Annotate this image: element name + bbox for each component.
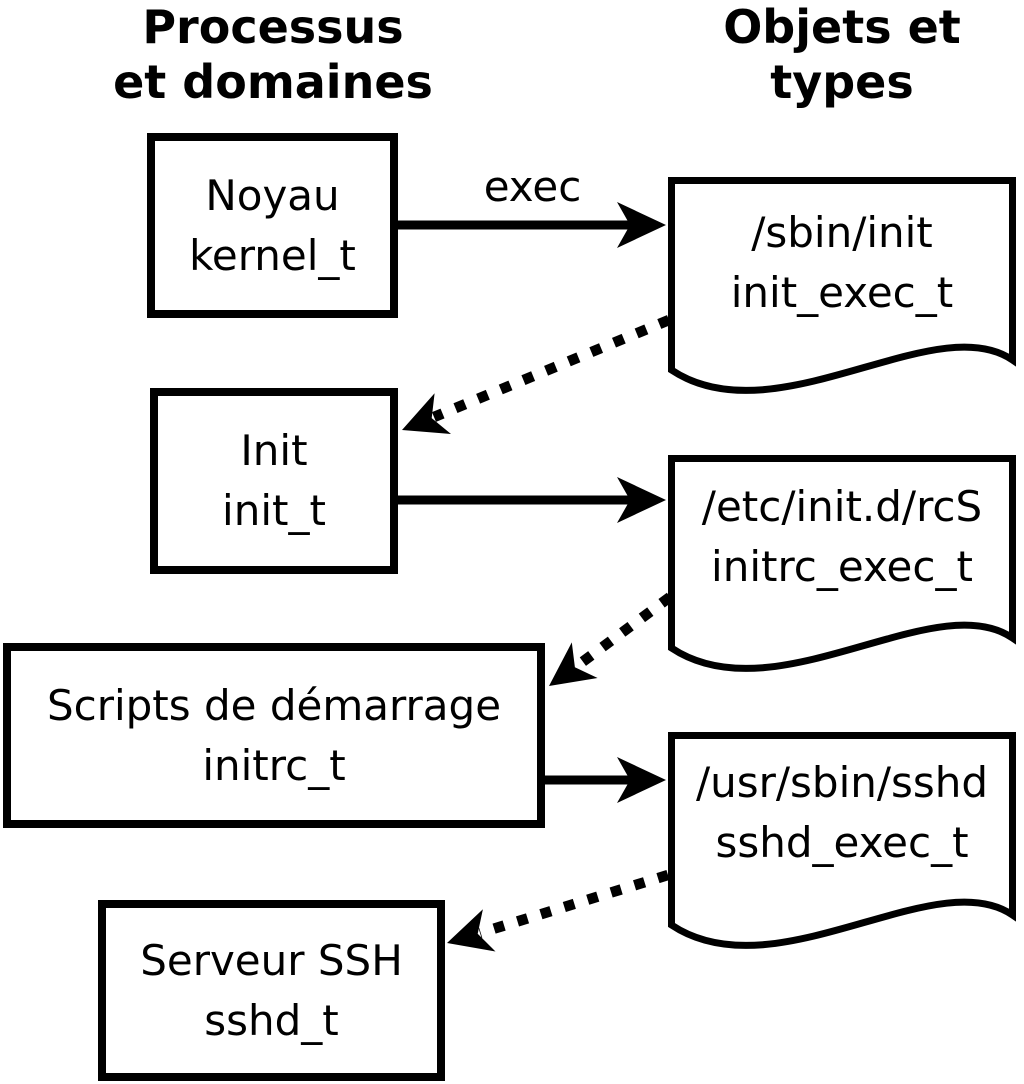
- process-name: Init: [240, 426, 308, 475]
- object-label-sshd-exec: /usr/sbin/sshd sshd_exec_t: [670, 753, 1014, 873]
- object-label-initrc-exec: /etc/init.d/rcS initrc_exec_t: [670, 477, 1014, 597]
- arrow-solid-init-to-initrc-exec: [398, 477, 666, 523]
- process-domain: kernel_t: [189, 230, 356, 280]
- arrow-solid-initrc-to-sshd-exec: [545, 757, 666, 803]
- process-domain: init_t: [222, 486, 326, 535]
- process-box-initrc: Scripts de démarrage initrc_t: [3, 643, 545, 828]
- object-type: sshd_exec_t: [715, 818, 969, 867]
- process-box-init: Init init_t: [150, 388, 398, 574]
- process-name: Scripts de démarrage: [46, 680, 502, 730]
- document-shape-initrc-exec: [668, 455, 1016, 672]
- arrowhead-icon: [617, 477, 666, 523]
- exec-arrow-label: exec: [483, 162, 582, 211]
- object-path: /etc/init.d/rcS: [701, 482, 983, 531]
- arrowhead-icon: [402, 393, 451, 434]
- column-header-processes: Processus et domaines: [73, 0, 473, 110]
- process-box-sshd: Serveur SSH sshd_t: [98, 900, 445, 1081]
- arrow-dotted-sshd-exec-to-sshd: [447, 869, 670, 952]
- document-shape-sshd-exec: [668, 732, 1016, 949]
- object-type: init_exec_t: [730, 268, 954, 317]
- column-header-processes-line1: Processus: [142, 0, 404, 54]
- arrowhead-icon: [447, 909, 496, 952]
- object-path: /usr/sbin/sshd: [695, 758, 989, 807]
- column-header-objects: Objets et types: [642, 0, 1024, 110]
- process-name: Noyau: [205, 170, 340, 220]
- arrowhead-icon: [617, 202, 666, 248]
- column-header-objects-line2: types: [770, 55, 914, 109]
- process-box-kernel: Noyau kernel_t: [147, 133, 398, 318]
- object-label-init-exec: /sbin/init init_exec_t: [670, 203, 1014, 323]
- process-domain: initrc_t: [202, 740, 346, 790]
- process-domain: sshd_t: [204, 995, 339, 1045]
- arrowhead-icon: [549, 642, 598, 686]
- column-header-processes-line2: et domaines: [113, 55, 433, 109]
- arrow-solid-kernel-to-init-exec: [398, 202, 666, 248]
- arrow-dotted-initrc-exec-to-initrc: [549, 592, 674, 686]
- object-path: /sbin/init: [751, 208, 933, 257]
- object-type: initrc_exec_t: [711, 542, 973, 591]
- arrow-dotted-init-exec-to-init: [402, 315, 672, 434]
- process-name: Serveur SSH: [140, 935, 403, 985]
- column-header-objects-line1: Objets et: [723, 0, 961, 54]
- arrowhead-icon: [617, 757, 666, 803]
- document-shape-init-exec: [668, 177, 1016, 394]
